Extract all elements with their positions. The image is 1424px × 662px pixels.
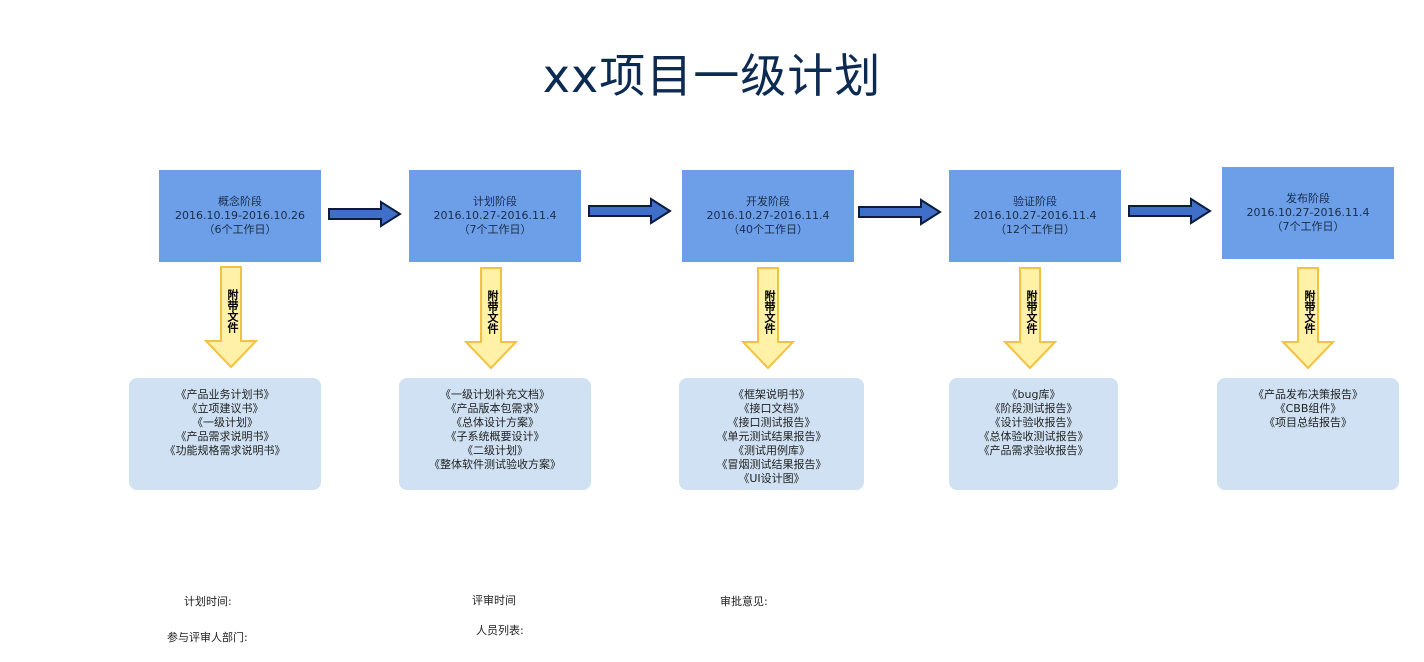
doc-item: 《bug库》	[1006, 388, 1061, 401]
right-arrow-icon	[1128, 197, 1212, 225]
doc-list-verification: 《bug库》 《阶段测试报告》 《设计验收报告》 《总体验收测试报告》 《产品需…	[949, 378, 1118, 490]
phase-dates: 2016.10.27-2016.11.4	[1246, 206, 1370, 219]
down-arrow-icon	[1002, 267, 1058, 370]
arrow-label: 附带文件	[1025, 290, 1038, 334]
down-arrow-icon	[203, 266, 259, 369]
phase-verification: 验证阶段 2016.10.27-2016.11.4 （12个工作日）	[949, 170, 1121, 262]
phase-name: 发布阶段	[1286, 192, 1330, 205]
arrow-label: 附带文件	[486, 290, 499, 334]
doc-item: 《总体设计方案》	[451, 416, 539, 429]
phase-development: 开发阶段 2016.10.27-2016.11.4 （40个工作日）	[682, 170, 854, 262]
attached-files-arrow: 附带文件	[1280, 266, 1336, 370]
arrow-label: 附带文件	[1303, 290, 1316, 334]
doc-item: 《阶段测试报告》	[989, 402, 1078, 415]
doc-item: 《框架说明书》	[733, 388, 810, 401]
doc-item: 《立项建议书》	[186, 402, 264, 415]
attached-files-arrow: 附带文件	[203, 265, 259, 369]
doc-item: 《整体软件测试验收方案》	[429, 458, 561, 471]
phase-dates: 2016.10.19-2016.10.26	[175, 209, 305, 222]
attached-files-arrow: 附带文件	[1002, 266, 1058, 370]
down-arrow-icon	[1280, 267, 1336, 370]
phase-planning: 计划阶段 2016.10.27-2016.11.4 （7个工作日）	[409, 170, 581, 262]
doc-item: 《二级计划》	[462, 444, 528, 457]
doc-item: 《CBB组件》	[1274, 402, 1342, 415]
doc-list-development: 《框架说明书》 《接口文档》 《接口测试报告》 《单元测试结果报告》 《测试用例…	[679, 378, 864, 490]
arrow-label: 附带文件	[226, 289, 239, 333]
phase-name: 开发阶段	[746, 195, 790, 208]
doc-item: 《接口文档》	[738, 402, 805, 415]
doc-item: 《一级计划》	[192, 416, 258, 429]
arrow-label: 附带文件	[763, 290, 776, 334]
right-arrow-icon	[858, 198, 942, 226]
down-arrow-icon	[740, 267, 796, 370]
down-arrow-icon	[463, 267, 519, 370]
review-time-label: 评审时间	[472, 594, 516, 607]
doc-item: 《产品需求说明书》	[175, 430, 275, 443]
doc-item: 《功能规格需求说明书》	[164, 444, 286, 457]
phase-name: 计划阶段	[473, 195, 517, 208]
phase-name: 验证阶段	[1013, 195, 1057, 208]
phase-days: （7个工作日）	[458, 223, 532, 236]
doc-item: 《产品业务计划书》	[175, 388, 275, 401]
doc-list-release: 《产品发布决策报告》 《CBB组件》 《项目总结报告》	[1217, 378, 1399, 490]
doc-item: 《产品需求验收报告》	[978, 444, 1089, 457]
phase-concept: 概念阶段 2016.10.19-2016.10.26 （6个工作日）	[159, 170, 321, 262]
approval-label: 审批意见:	[720, 595, 768, 608]
phase-dates: 2016.10.27-2016.11.4	[433, 209, 557, 222]
doc-item: 《子系统概要设计》	[445, 430, 545, 443]
phase-days: （40个工作日）	[728, 223, 808, 236]
doc-list-planning: 《一级计划补充文档》 《产品版本包需求》 《总体设计方案》 《子系统概要设计》 …	[399, 378, 591, 490]
doc-item: 《产品版本包需求》	[445, 402, 545, 415]
doc-item: 《单元测试结果报告》	[716, 430, 827, 443]
doc-item: 《设计验收报告》	[989, 416, 1078, 429]
doc-item: 《测试用例库》	[733, 444, 810, 457]
page-title: xx项目一级计划	[542, 49, 882, 103]
departments-label: 参与评审人部门:	[167, 631, 248, 644]
right-arrow-icon	[328, 200, 402, 228]
doc-item: 《产品发布决策报告》	[1253, 388, 1363, 401]
doc-item: 《总体验收测试报告》	[978, 430, 1089, 443]
phase-days: （12个工作日）	[995, 223, 1075, 236]
attached-files-arrow: 附带文件	[463, 266, 519, 370]
doc-item: 《冒烟测试结果报告》	[716, 458, 827, 471]
right-arrow-icon	[588, 197, 672, 225]
phase-release: 发布阶段 2016.10.27-2016.11.4 （7个工作日）	[1222, 167, 1394, 259]
doc-list-concept: 《产品业务计划书》 《立项建议书》 《一级计划》 《产品需求说明书》 《功能规格…	[129, 378, 321, 490]
phase-dates: 2016.10.27-2016.11.4	[973, 209, 1097, 222]
phase-name: 概念阶段	[218, 195, 262, 208]
doc-item: 《接口测试报告》	[727, 416, 816, 429]
phase-days: （7个工作日）	[1271, 220, 1345, 233]
phase-dates: 2016.10.27-2016.11.4	[706, 209, 830, 222]
plan-time-label: 计划时间:	[184, 595, 232, 608]
attached-files-arrow: 附带文件	[740, 266, 796, 370]
doc-item: 《一级计划补充文档》	[440, 388, 550, 401]
doc-item: 《UI设计图》	[738, 472, 805, 485]
phase-days: （6个工作日）	[203, 223, 277, 236]
members-label: 人员列表:	[476, 624, 524, 637]
doc-item: 《项目总结报告》	[1264, 416, 1352, 429]
